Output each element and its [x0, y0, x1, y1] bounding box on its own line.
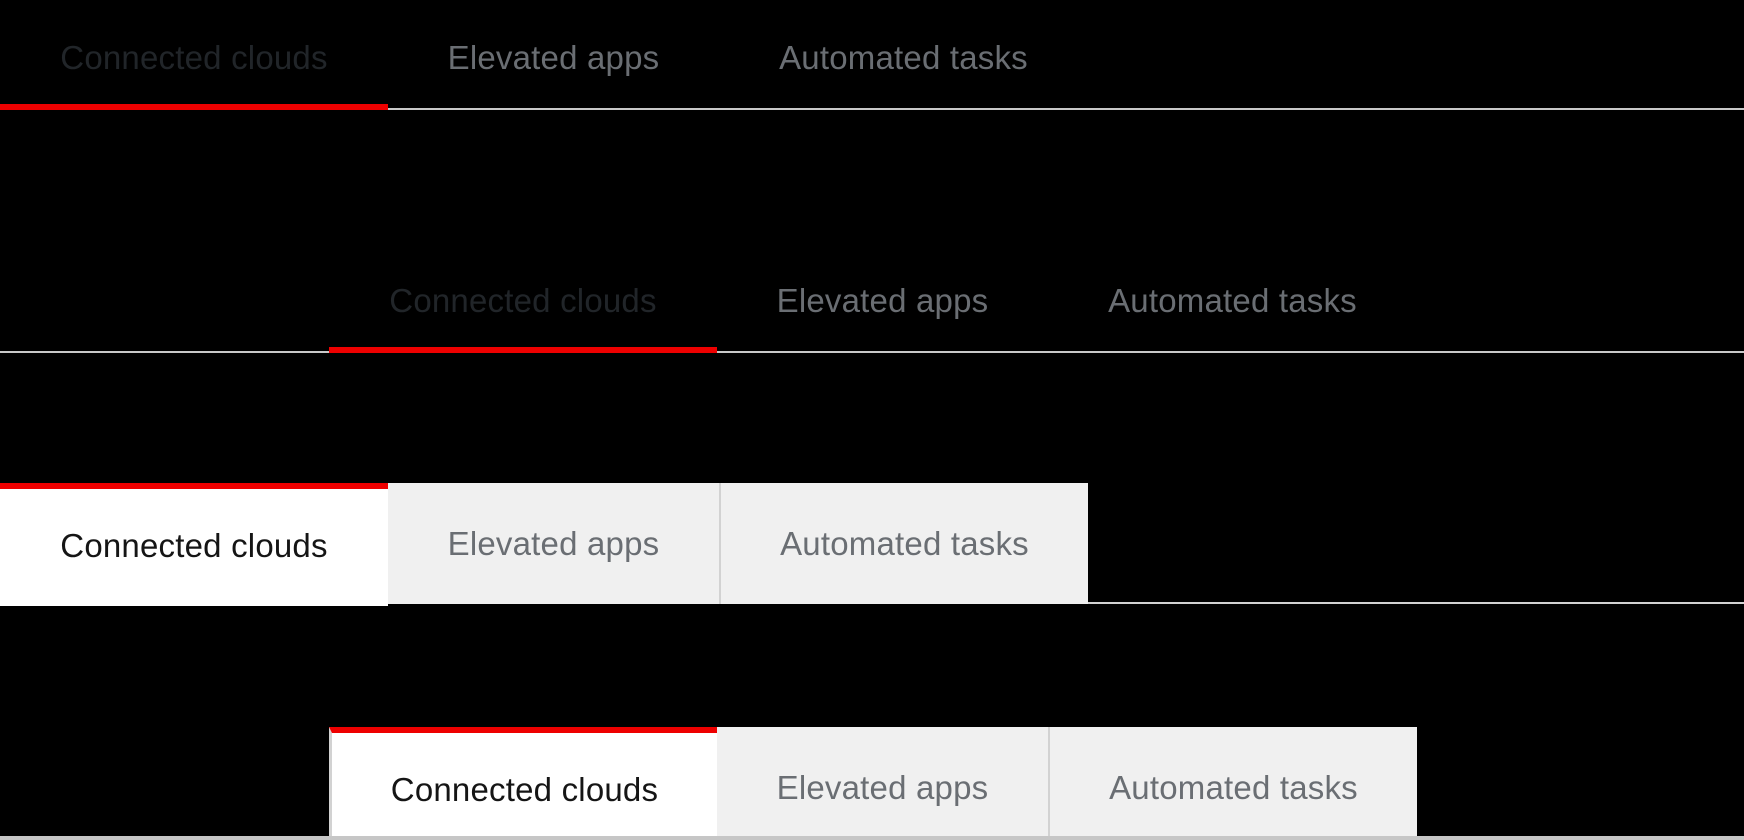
tab-connected-clouds[interactable]: Connected clouds: [329, 251, 717, 353]
active-tab-indicator: [329, 347, 717, 353]
tab-elevated-apps[interactable]: Elevated apps: [388, 483, 719, 604]
tab-automated-tasks[interactable]: Automated tasks: [719, 483, 1088, 604]
tab-connected-clouds[interactable]: Connected clouds: [0, 8, 388, 110]
tab-label: Automated tasks: [780, 524, 1029, 562]
tab-label: Automated tasks: [1109, 768, 1358, 806]
tab-connected-clouds[interactable]: Connected clouds: [329, 727, 717, 840]
tab-automated-tasks[interactable]: Automated tasks: [719, 8, 1088, 108]
active-tab-indicator: [0, 104, 388, 110]
tab-group-underline-flush: Connected clouds Elevated apps Automated…: [0, 8, 1744, 110]
tab-label: Automated tasks: [1108, 282, 1357, 319]
tab-connected-clouds[interactable]: Connected clouds: [0, 483, 388, 606]
tab-elevated-apps[interactable]: Elevated apps: [717, 251, 1048, 351]
tab-label: Connected clouds: [60, 39, 328, 76]
tab-automated-tasks[interactable]: Automated tasks: [1048, 251, 1417, 351]
tab-group-box-flush: Connected clouds Elevated apps Automated…: [0, 483, 1744, 606]
tab-list: Connected clouds Elevated apps Automated…: [329, 251, 1744, 353]
tab-elevated-apps[interactable]: Elevated apps: [388, 8, 719, 108]
tab-elevated-apps[interactable]: Elevated apps: [717, 727, 1048, 840]
tab-label: Connected clouds: [390, 770, 659, 808]
tab-list: Connected clouds Elevated apps Automated…: [0, 8, 1744, 110]
tab-label: Elevated apps: [447, 39, 660, 76]
tab-label: Elevated apps: [447, 524, 660, 562]
tab-label: Elevated apps: [776, 768, 989, 806]
tab-label: Connected clouds: [60, 526, 328, 564]
tab-list: Connected clouds Elevated apps Automated…: [329, 727, 1744, 840]
tab-group-box-inset: Connected clouds Elevated apps Automated…: [0, 727, 1744, 840]
bottom-edge-rule: [0, 836, 1744, 840]
tab-label: Elevated apps: [776, 282, 989, 319]
tab-label: Automated tasks: [779, 39, 1028, 76]
tab-list: Connected clouds Elevated apps Automated…: [0, 483, 1744, 606]
tab-automated-tasks[interactable]: Automated tasks: [1048, 727, 1417, 840]
tab-label: Connected clouds: [389, 282, 657, 319]
tab-group-underline-inset: Connected clouds Elevated apps Automated…: [0, 251, 1744, 353]
